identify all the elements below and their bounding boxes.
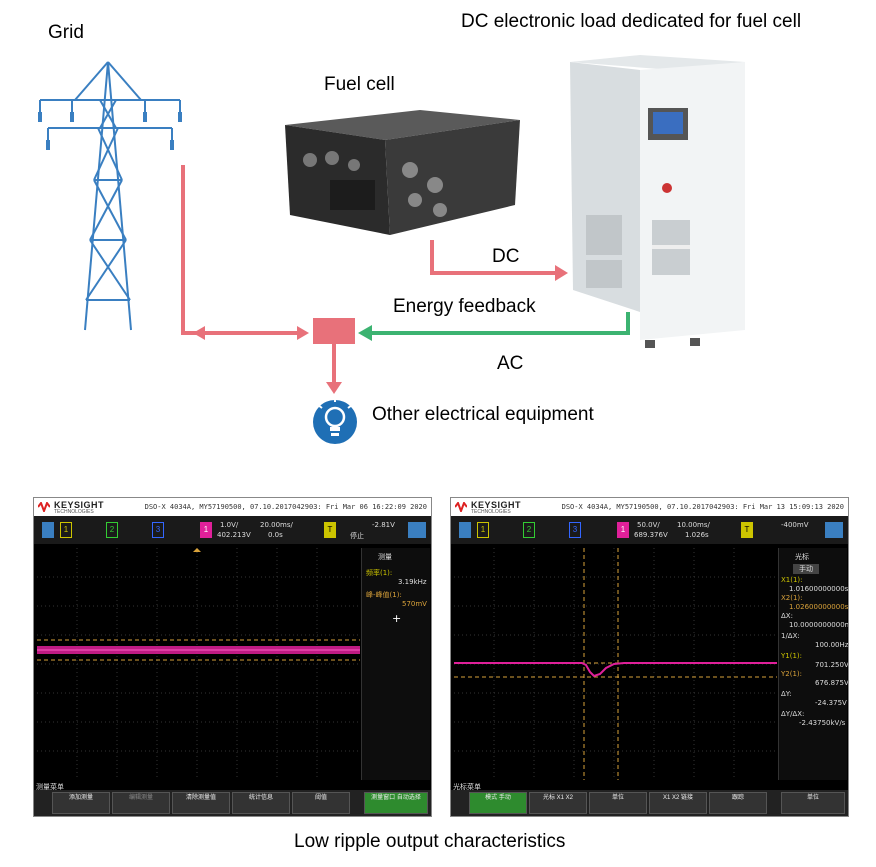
time-div: 10.00ms/ — [677, 521, 710, 529]
meas1-value: 3.19kHz — [398, 578, 427, 586]
time-offset: 1.026s — [685, 531, 709, 539]
add-measure-icon[interactable]: + — [392, 612, 402, 625]
softkey-6[interactable]: 单位 — [781, 792, 845, 814]
fuel-cell-image — [285, 110, 520, 235]
oscilloscope-screen-right: KEYSIGHT TECHNOLOGIES DSO-X 4034A, MY571… — [450, 497, 849, 817]
ac-label: AC — [497, 353, 524, 374]
y2-value: 676.875V — [815, 679, 849, 687]
cursor-mode[interactable]: 手动 — [793, 564, 819, 574]
ch-volts-div: 1.0V/ — [220, 521, 239, 529]
dydx-label: ΔY/ΔX: — [781, 710, 805, 718]
cursor-panel: 光标 手动 X1(1): 1.01600000000s X2(1): 1.026… — [778, 548, 849, 780]
time-div: 20.00ms/ — [260, 521, 293, 529]
ch-volts-div: 50.0V/ — [637, 521, 660, 529]
measure-panel-title: 测量 — [378, 553, 392, 561]
x2-label: X2(1): — [781, 594, 803, 602]
dc-label: DC — [492, 246, 520, 267]
menu-title: 测量菜单 — [36, 783, 64, 791]
channel-3-button[interactable]: 3 — [569, 522, 581, 538]
trigger-level: -400mV — [781, 521, 809, 529]
inv-dx-label: 1/ΔX: — [781, 632, 800, 640]
waveform-grid-left — [37, 548, 360, 780]
light-bulb-icon — [313, 398, 357, 444]
softkey-bar: 添加测量 编辑测量 清除测量值 统计信息 阈值 测量窗口 自动选择 — [34, 790, 431, 816]
softkey-4[interactable]: X1 X2 链接 — [649, 792, 707, 814]
meas2-value: 570mV — [402, 600, 427, 608]
figure-caption: Low ripple output characteristics — [294, 831, 566, 852]
softkey-3[interactable]: 清除测量值 — [172, 792, 230, 814]
meas1-label: 频率(1): — [366, 569, 393, 577]
fuel-cell-label: Fuel cell — [324, 74, 395, 95]
trigger-button[interactable]: T — [741, 522, 753, 538]
channel-4-button[interactable]: 1 — [200, 522, 212, 538]
softkey-6[interactable]: 测量窗口 自动选择 — [364, 792, 428, 814]
brand-name: KEYSIGHT — [54, 500, 105, 510]
brand-subtitle: TECHNOLOGIES — [471, 509, 511, 515]
channel-3-button[interactable]: 3 — [152, 522, 164, 538]
x1-value: 1.01600000000s — [789, 585, 849, 593]
x1-label: X1(1): — [781, 576, 803, 584]
waveform-grid-right — [454, 548, 777, 780]
dx-label: ΔX: — [781, 612, 793, 620]
softkey-5[interactable]: 跟踪 — [709, 792, 767, 814]
y1-value: 701.250V — [815, 661, 849, 669]
scope-brand-bar: KEYSIGHT TECHNOLOGIES DSO-X 4034A, MY571… — [451, 498, 848, 516]
menu-title: 光标菜单 — [453, 783, 481, 791]
dx-value: 10.0000000000ms — [789, 621, 849, 629]
scope-header: DSO-X 4034A, MY57190500, 07.10.201704290… — [561, 503, 844, 511]
softkey-2[interactable]: 编辑测量 — [112, 792, 170, 814]
scope-header: DSO-X 4034A, MY57190500, 07.10.201704290… — [144, 503, 427, 511]
transmission-tower-icon — [39, 61, 181, 331]
y2-label: Y2(1): — [781, 670, 803, 678]
trigger-level: -2.81V — [372, 521, 395, 529]
channel-1-button[interactable]: 1 — [477, 522, 489, 538]
display-icon[interactable] — [408, 522, 426, 538]
measure-panel: 测量 频率(1): 3.19kHz 峰-峰值(1): 570mV + — [361, 548, 430, 780]
display-icon[interactable] — [825, 522, 843, 538]
inv-dx-value: 100.00Hz — [815, 641, 849, 649]
x2-value: 1.02600000000s — [789, 603, 849, 611]
dy-value: -24.375V — [815, 699, 847, 707]
dy-label: ΔY: — [781, 690, 792, 698]
meas2-label: 峰-峰值(1): — [366, 591, 402, 599]
menu-icon[interactable] — [42, 522, 54, 538]
channel-bar: 1 2 3 1 1.0V/ 402.213V 20.00ms/ 0.0s T -… — [34, 516, 431, 544]
cursor-panel-title: 光标 — [795, 553, 809, 561]
junction-box — [313, 318, 355, 344]
ch-offset: 689.376V — [634, 531, 668, 539]
oscilloscope-screen-left: KEYSIGHT TECHNOLOGIES DSO-X 4034A, MY571… — [33, 497, 432, 817]
keysight-logo-icon — [38, 502, 50, 512]
softkey-3[interactable]: 单位 — [589, 792, 647, 814]
softkey-4[interactable]: 统计信息 — [232, 792, 290, 814]
channel-4-button[interactable]: 1 — [617, 522, 629, 538]
ch-offset: 402.213V — [217, 531, 251, 539]
channel-1-button[interactable]: 1 — [60, 522, 72, 538]
scope-brand-bar: KEYSIGHT TECHNOLOGIES DSO-X 4034A, MY571… — [34, 498, 431, 516]
brand-name: KEYSIGHT — [471, 500, 522, 510]
softkey-bar: 模式 手动 光标 X1 X2 单位 X1 X2 链接 跟踪 单位 — [451, 790, 848, 816]
keysight-logo-icon — [455, 502, 467, 512]
softkey-5[interactable]: 阈值 — [292, 792, 350, 814]
dc-electronic-load-image — [570, 55, 745, 348]
run-state: 停止 — [350, 532, 364, 540]
channel-2-button[interactable]: 2 — [106, 522, 118, 538]
energy-feedback-label: Energy feedback — [393, 296, 536, 317]
softkey-1[interactable]: 添加测量 — [52, 792, 110, 814]
softkey-1[interactable]: 模式 手动 — [469, 792, 527, 814]
channel-bar: 1 2 3 1 50.0V/ 689.376V 10.00ms/ 1.026s … — [451, 516, 848, 544]
trigger-button[interactable]: T — [324, 522, 336, 538]
channel-2-button[interactable]: 2 — [523, 522, 535, 538]
dc-load-label: DC electronic load dedicated for fuel ce… — [461, 11, 802, 32]
softkey-2[interactable]: 光标 X1 X2 — [529, 792, 587, 814]
grid-label: Grid — [48, 22, 84, 43]
brand-subtitle: TECHNOLOGIES — [54, 509, 94, 515]
y1-label: Y1(1): — [781, 652, 803, 660]
dydx-value: -2.43750kV/s — [799, 719, 846, 727]
menu-icon[interactable] — [459, 522, 471, 538]
time-offset: 0.0s — [268, 531, 283, 539]
other-equipment-label: Other electrical equipment — [372, 404, 594, 425]
